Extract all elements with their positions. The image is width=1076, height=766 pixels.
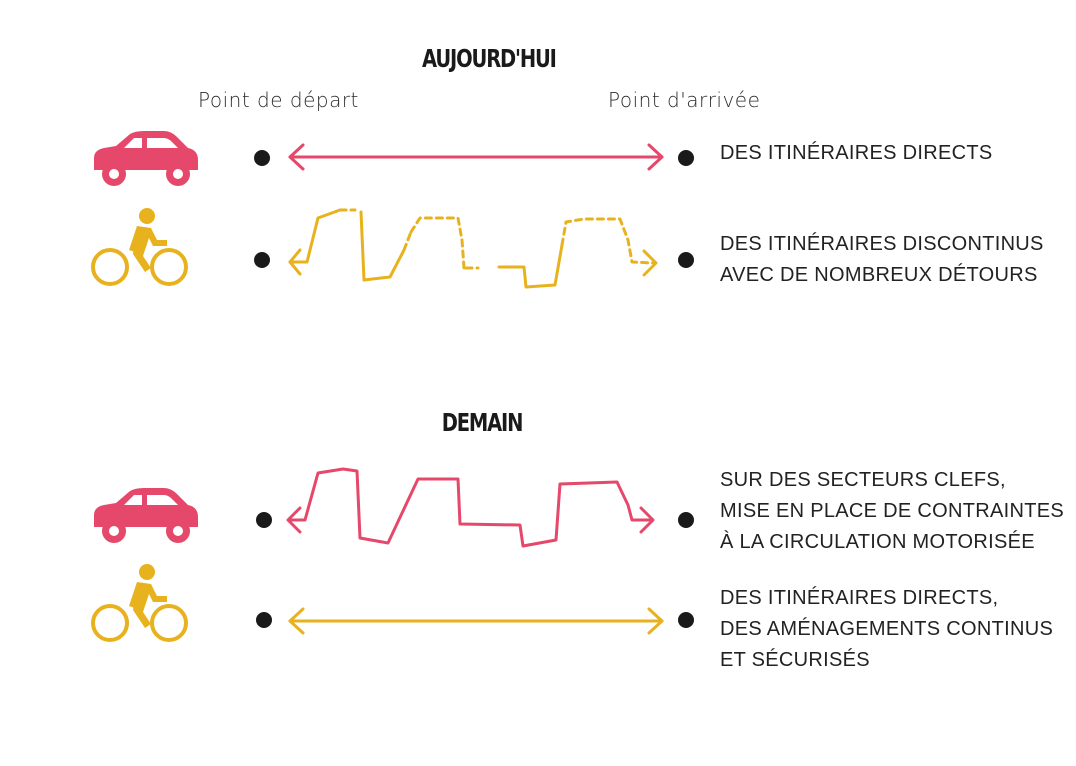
desc-line: DES ITINÉRAIRES DIRECTS — [720, 142, 993, 164]
start-dot — [254, 252, 270, 268]
car-icon — [94, 131, 198, 186]
today-bike-description: DES ITINÉRAIRES DISCONTINUS AVEC DE NOMB… — [720, 229, 1044, 291]
cyclist-icon — [91, 564, 188, 642]
start-dot — [254, 150, 270, 166]
direct-bike-route — [288, 607, 664, 635]
tomorrow-title: DEMAIN — [441, 408, 524, 437]
constrained-car-route — [286, 467, 655, 548]
cyclist-icon — [91, 208, 188, 286]
tomorrow-car-description: SUR DES SECTEURS CLEFS, MISE EN PLACE DE… — [720, 465, 1064, 558]
desc-line: DES ITINÉRAIRES DISCONTINUS — [720, 233, 1044, 255]
end-dot — [678, 512, 694, 528]
start-dot — [256, 612, 272, 628]
direct-car-route — [288, 143, 664, 171]
tomorrow-bike-description: DES ITINÉRAIRES DIRECTS, DES AMÉNAGEMENT… — [720, 583, 1053, 676]
desc-line: DES ITINÉRAIRES DIRECTS, — [720, 587, 999, 609]
start-dot — [256, 512, 272, 528]
end-dot — [678, 252, 694, 268]
desc-line: DES AMÉNAGEMENTS CONTINUS — [720, 618, 1054, 640]
today-car-description: DES ITINÉRAIRES DIRECTS — [720, 138, 993, 169]
car-icon — [94, 488, 198, 543]
discontinuous-bike-route — [288, 208, 658, 289]
desc-line: MISE EN PLACE DE CONTRAINTES — [720, 500, 1065, 522]
desc-line: ET SÉCURISÉS — [720, 649, 870, 671]
desc-line: À LA CIRCULATION MOTORISÉE — [720, 531, 1035, 553]
end-point-label: Point d'arrivée — [608, 88, 761, 112]
start-point-label: Point de départ — [198, 88, 359, 112]
desc-line: AVEC DE NOMBREUX DÉTOURS — [720, 264, 1038, 286]
end-dot — [678, 612, 694, 628]
desc-line: SUR DES SECTEURS CLEFS, — [720, 469, 1006, 491]
end-dot — [678, 150, 694, 166]
today-title: AUJOURD'HUI — [422, 44, 557, 73]
